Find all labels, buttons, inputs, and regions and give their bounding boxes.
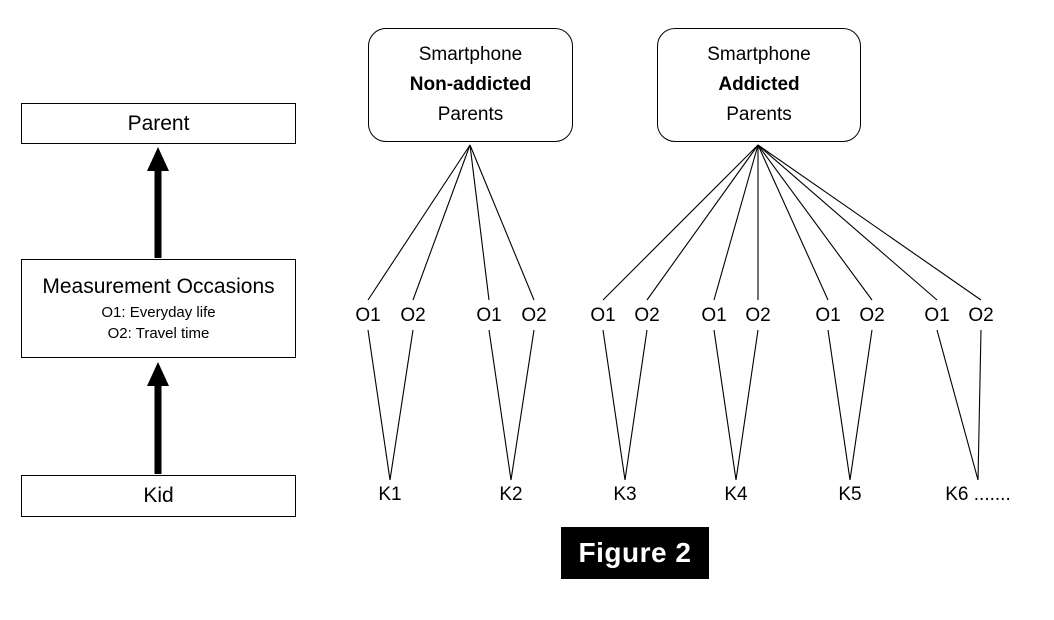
edge-non-addicted-occasion-to-kid-1-b (510, 329, 535, 481)
edge-addicted-parent-to-occasion-2 (713, 144, 759, 301)
occasion-label-addicted-3: O2 (745, 305, 771, 326)
edge-addicted-occasion-to-kid-3-b (977, 329, 982, 481)
level-title-kid: Kid (143, 484, 174, 507)
edge-non-addicted-occasion-to-kid-1-a (488, 329, 512, 481)
occasion-label-non-addicted-2: O1 (476, 305, 502, 326)
edge-addicted-occasion-to-kid-0-a (602, 329, 626, 481)
edge-addicted-parent-to-occasion-5 (757, 144, 873, 301)
occasion-label-addicted-7: O2 (968, 305, 994, 326)
kid-label-non-addicted-0: K1 (378, 484, 402, 505)
figure-caption: Figure 2 (561, 527, 709, 579)
occasion-label-addicted-5: O2 (859, 305, 885, 326)
edge-non-addicted-parent-to-occasion-0 (367, 144, 471, 301)
level-title-parent: Parent (127, 111, 190, 135)
edge-addicted-occasion-to-kid-1-a (713, 329, 737, 481)
edge-addicted-parent-to-occasion-7 (757, 144, 982, 301)
edge-non-addicted-occasion-to-kid-0-b (389, 329, 414, 481)
edge-addicted-parent-to-occasion-6 (757, 144, 938, 301)
group-line-non-addicted: Non-addicted (409, 74, 532, 95)
level-box-measurement-occasions: Measurement Occasions O1: Everyday life … (21, 259, 296, 358)
kid-label-non-addicted-1: K2 (499, 484, 523, 505)
group-box-addicted: Smartphone Addicted Parents (657, 28, 861, 142)
occasion-label-addicted-4: O1 (815, 305, 841, 326)
occasion-label-non-addicted-0: O1 (355, 305, 381, 326)
group-line-parents: Parents (437, 104, 504, 125)
occasion-label-non-addicted-3: O2 (521, 305, 547, 326)
group-line-parents: Parents (726, 104, 792, 125)
kid-label-addicted-2: K5 (838, 484, 862, 505)
kid-label-addicted-0: K3 (613, 484, 637, 505)
kid-label-addicted-3: K6 ....... (945, 484, 1011, 505)
edge-non-addicted-parent-to-occasion-3 (469, 144, 535, 301)
occasion-label-addicted-0: O1 (590, 305, 616, 326)
edge-addicted-parent-to-occasion-4 (757, 144, 829, 301)
edge-addicted-occasion-to-kid-2-a (827, 329, 851, 481)
edge-non-addicted-parent-to-occasion-2 (469, 144, 490, 301)
group-line-smartphone: Smartphone (418, 44, 523, 65)
edge-addicted-parent-to-occasion-1 (646, 144, 759, 301)
occasion-label-addicted-6: O1 (924, 305, 950, 326)
occasion-label-addicted-2: O1 (701, 305, 727, 326)
group-line-addicted: Addicted (718, 74, 800, 95)
edge-addicted-occasion-to-kid-1-b (735, 329, 759, 481)
group-box-non-addicted: Smartphone Non-addicted Parents (368, 28, 573, 142)
level-title-measurement-occasions: Measurement Occasions (42, 274, 275, 298)
occasion-label-non-addicted-1: O2 (400, 305, 426, 326)
edge-addicted-parent-to-occasion-0 (602, 144, 759, 301)
level-subtitle-o1: O1: Everyday life (101, 303, 216, 321)
kid-label-addicted-1: K4 (724, 484, 748, 505)
arrow-measurement-to-parent (147, 147, 169, 258)
edge-non-addicted-occasion-to-kid-0-a (367, 329, 391, 481)
edge-non-addicted-parent-to-occasion-1 (412, 144, 471, 301)
level-box-parent: Parent (21, 103, 296, 144)
arrow-kid-to-measurement (147, 362, 169, 474)
occasion-label-addicted-1: O2 (634, 305, 660, 326)
edge-addicted-occasion-to-kid-3-a (936, 329, 979, 481)
group-line-smartphone: Smartphone (707, 44, 811, 65)
edge-addicted-occasion-to-kid-0-b (624, 329, 648, 481)
level-subtitle-o2: O2: Travel time (107, 324, 210, 342)
level-box-kid: Kid (21, 475, 296, 517)
edge-addicted-occasion-to-kid-2-b (849, 329, 873, 481)
